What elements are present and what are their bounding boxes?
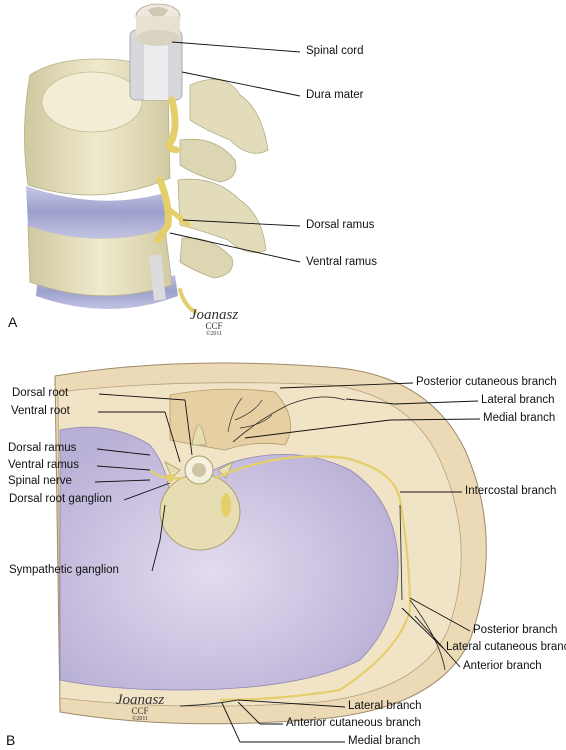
panel-a-signature: Joanasz CCF ©2011 <box>184 308 244 338</box>
signature-org: CCF <box>205 321 223 331</box>
label-dorsal-root: Dorsal root <box>12 387 69 399</box>
label-dorsal-ramus-a: Dorsal ramus <box>306 219 375 231</box>
label-sympathetic-ganglion: Sympathetic ganglion <box>9 564 119 576</box>
label-spinal-cord: Spinal cord <box>306 45 364 57</box>
label-anterior-branch: Anterior branch <box>463 660 542 672</box>
panel-b-signature: Joanasz CCF ©2011 <box>110 693 170 723</box>
vertebral-column-illustration <box>24 3 269 314</box>
panel-b-letter: B <box>6 732 16 748</box>
label-lateral-branch-bottom: Lateral branch <box>348 700 422 712</box>
signature-name: Joanasz <box>189 307 239 323</box>
label-intercostal-branch: Intercostal branch <box>465 485 557 497</box>
label-lateral-cutaneous-branch: Lateral cutaneous branch <box>446 641 566 653</box>
panel-a-letter: A <box>8 314 18 330</box>
label-medial-branch-top: Medial branch <box>483 412 556 424</box>
signature-name: Joanasz <box>115 692 165 708</box>
label-ventral-root: Ventral root <box>11 405 70 417</box>
panel-b-leader-lines <box>94 382 481 743</box>
label-dura-mater: Dura mater <box>306 89 364 101</box>
label-ventral-ramus-b: Ventral ramus <box>8 459 79 471</box>
signature-year: ©2011 <box>131 716 149 722</box>
label-lateral-branch-top: Lateral branch <box>481 394 555 406</box>
label-posterior-branch: Posterior branch <box>473 624 558 636</box>
label-posterior-cutaneous-branch: Posterior cutaneous branch <box>416 376 557 388</box>
signature-year: ©2011 <box>205 331 223 337</box>
label-dorsal-root-ganglion: Dorsal root ganglion <box>9 493 112 505</box>
label-ventral-ramus-a: Ventral ramus <box>306 256 377 268</box>
thorax-cross-section-illustration <box>54 362 487 725</box>
label-spinal-nerve: Spinal nerve <box>8 475 72 487</box>
label-dorsal-ramus-b: Dorsal ramus <box>8 442 77 454</box>
panel-a-leader-lines <box>169 41 301 263</box>
label-medial-branch-bottom: Medial branch <box>348 735 421 747</box>
signature-org: CCF <box>131 706 149 716</box>
label-anterior-cutaneous-branch: Anterior cutaneous branch <box>286 717 421 729</box>
